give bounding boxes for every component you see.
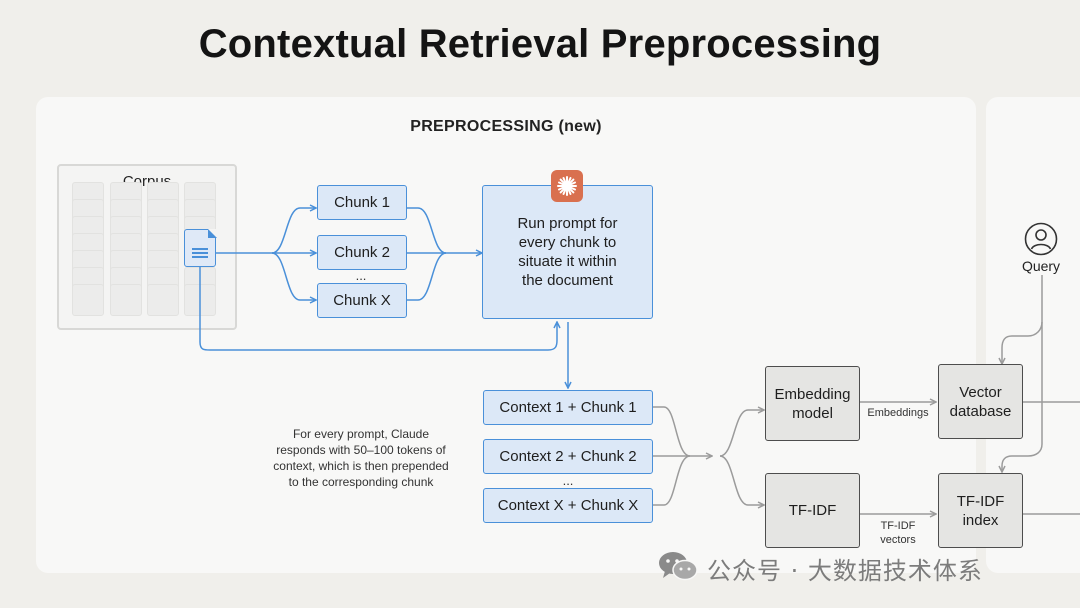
context-1-box: Context 1 + Chunk 1 [483,390,653,425]
chunk-x-box: Chunk X [317,283,407,318]
query-label: Query [1021,258,1061,274]
claude-logo-icon [551,170,583,202]
corpus-document [147,284,179,316]
chunks-ellipsis: ... [355,268,367,283]
embedding-model-box: Embedding model [765,366,860,441]
tfidf-index-box: TF-IDF index [938,473,1023,548]
user-icon [1024,222,1058,256]
contexts-ellipsis: ... [562,473,574,488]
prompt-box: Run prompt for every chunk to situate it… [482,185,653,319]
corpus-document [72,284,104,316]
context-x-box: Context X + Chunk X [483,488,653,523]
claude-note: For every prompt, Claude responds with 5… [273,427,449,489]
embeddings-label: Embeddings [867,407,929,419]
section-title: PREPROCESSING (new) [410,118,602,135]
prompt-line-3: situate it within [518,253,617,270]
document-icon [184,228,217,267]
context-2-box: Context 2 + Chunk 2 [483,439,653,474]
tfidf-vectors-label: TF-IDF vectors [880,520,916,546]
corpus-document [110,284,142,316]
page-title: Contextual Retrieval Preprocessing [198,22,882,66]
chunk-2-box: Chunk 2 [317,235,407,270]
tfidf-box: TF-IDF [765,473,860,548]
prompt-line-1: Run prompt for [517,215,618,232]
vector-database-box: Vector database [938,364,1023,439]
prompt-line-4: the document [522,272,613,289]
wechat-icon [656,549,700,583]
chunk-1-box: Chunk 1 [317,185,407,220]
watermark-text: 公众号 · 大数据技术体系 [707,557,983,585]
prompt-line-2: every chunk to [518,234,617,251]
